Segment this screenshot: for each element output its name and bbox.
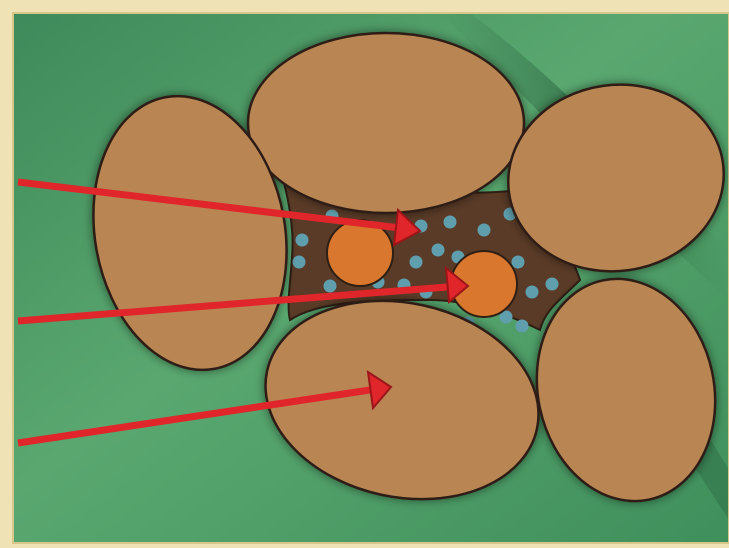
pore-dot	[526, 286, 539, 299]
pore-dot	[546, 278, 559, 291]
pore-dot	[432, 244, 445, 257]
pore-dot	[296, 234, 309, 247]
pore-dot	[444, 216, 457, 229]
pore-dot	[324, 280, 337, 293]
pore-dot	[516, 320, 529, 333]
pore-dot	[410, 256, 423, 269]
grain-top	[248, 33, 524, 213]
small-grain-left	[327, 220, 393, 286]
pore-dot	[512, 256, 525, 269]
pore-dot	[293, 256, 306, 269]
pore-dot	[478, 224, 491, 237]
